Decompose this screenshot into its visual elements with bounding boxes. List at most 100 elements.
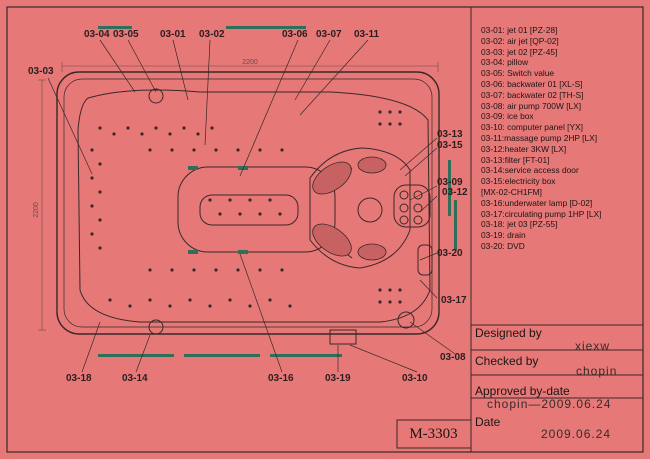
legend-item: 03-20: DVD [481,240,525,251]
title-block-grid [396,324,643,452]
jet-nozzle [182,126,186,130]
callout-03-12: 03-12 [442,187,468,198]
jet-nozzle [398,288,402,292]
callout-03-14: 03-14 [122,373,148,384]
dimension-left [38,79,46,331]
footwell-lights [188,166,248,254]
callout-03-07: 03-07 [316,29,342,40]
jet-nozzle [236,268,240,272]
callout-03-09: 03-09 [437,177,463,188]
callout-03-08: 03-08 [440,352,466,363]
pool-cavity [77,89,431,323]
jet-nozzle [98,162,102,166]
jet-nozzle [148,268,152,272]
jet-nozzle [214,148,218,152]
jet-nozzle [378,122,382,126]
legend-item: 03-18: jet 03 [PZ-55] [481,219,558,230]
jet-nozzle [288,304,292,308]
jet-nozzle [378,288,382,292]
jet-nozzle [108,298,112,302]
legend-item: 03-09: ice box [481,111,534,122]
callout-03-04: 03-04 [84,29,110,40]
callout-03-15: 03-15 [437,140,463,151]
jet-nozzle [196,132,200,136]
legend-item: 03-14:service access door [481,165,579,176]
jet-nozzle [98,246,102,250]
model-number: M-3303 [409,425,458,442]
legend-item: 03-17:circulating pump 1HP [LX] [481,208,602,219]
dimension-height-label: 2200 [33,202,40,218]
callout-03-06: 03-06 [282,29,308,40]
leader-lines [47,39,456,373]
jet-nozzle [154,126,158,130]
legend-item: 03-07: backwater 02 [TH-S] [481,89,584,100]
jet-nozzle [388,288,392,292]
legend-item: 03-10: computer panel [YX] [481,122,583,133]
jet-nozzles [90,110,402,308]
designed-by-value: xiexw [575,339,611,353]
jet-nozzle [228,298,232,302]
jet-nozzle [90,148,94,152]
jet-nozzle [98,218,102,222]
equipment-cluster [329,184,433,345]
jet-nozzle [388,122,392,126]
lounger-cushions [312,156,387,261]
legend-item: 03-19: drain [481,230,526,241]
jet-nozzle [378,110,382,114]
legend-item: 03-02: air jet [QP-02] [481,35,559,46]
jet-nozzle [208,198,212,202]
jet-nozzle [90,232,94,236]
jet-nozzle [90,204,94,208]
approved-value: chopin—2009.06.24 [487,397,612,411]
callouts-top: 03-04 03-05 03-01 03-02 03-06 03-07 03-1… [84,29,379,40]
jet-nozzle [148,148,152,152]
jet-nozzle [398,122,402,126]
checked-by-label: Checked by [475,354,539,368]
designed-by-label: Designed by [475,326,542,340]
jet-nozzle [90,176,94,180]
jet-nozzle [258,148,262,152]
service-access-doors [98,26,457,357]
date-value: 2009.06.24 [541,427,612,441]
jet-nozzle [192,148,196,152]
callout-03-02: 03-02 [199,29,225,40]
center-jet-panel [199,194,299,226]
jet-nozzle [140,132,144,136]
legend-item: 03-11:massage pump 2HP [LX] [481,132,598,143]
callout-03-13: 03-13 [437,129,463,140]
jet-nozzle [148,298,152,302]
legend-item: 03-15:electricity box [481,176,556,187]
legend-item: 03-06: backwater 01 [XL-S] [481,78,583,89]
legend-item: 03-13:filter [FT-01] [481,154,550,165]
jet-nozzle [238,212,242,216]
jet-nozzle [170,268,174,272]
callout-03-19: 03-19 [325,373,351,384]
legend-item: 03-05: Switch value [481,68,555,79]
dimension-width-label: 2200 [242,59,258,66]
legend-item: [MX-02-CH1FM] [481,186,542,197]
jet-nozzle [268,198,272,202]
callout-03-20: 03-20 [437,248,463,259]
jet-nozzle [210,126,214,130]
jet-nozzle [258,268,262,272]
jet-nozzle [248,304,252,308]
spa-inner-rim [63,78,433,328]
jet-nozzle [388,300,392,304]
jet-nozzle [112,132,116,136]
legend-item: 03-03: jet 02 [PZ-45] [481,46,558,57]
date-label: Date [475,415,501,429]
jet-nozzle [192,268,196,272]
pillows [148,88,164,335]
jet-nozzle [278,212,282,216]
dimension-top [61,62,439,72]
callout-03-17: 03-17 [441,295,467,306]
jet-nozzle [236,148,240,152]
jet-nozzle [398,300,402,304]
callouts-bottom: 03-18 03-14 03-16 03-19 03-10 [66,373,428,384]
spa-outer-shell [56,71,440,335]
callout-03-05: 03-05 [113,29,139,40]
footwell [177,166,336,253]
jet-nozzle [208,304,212,308]
